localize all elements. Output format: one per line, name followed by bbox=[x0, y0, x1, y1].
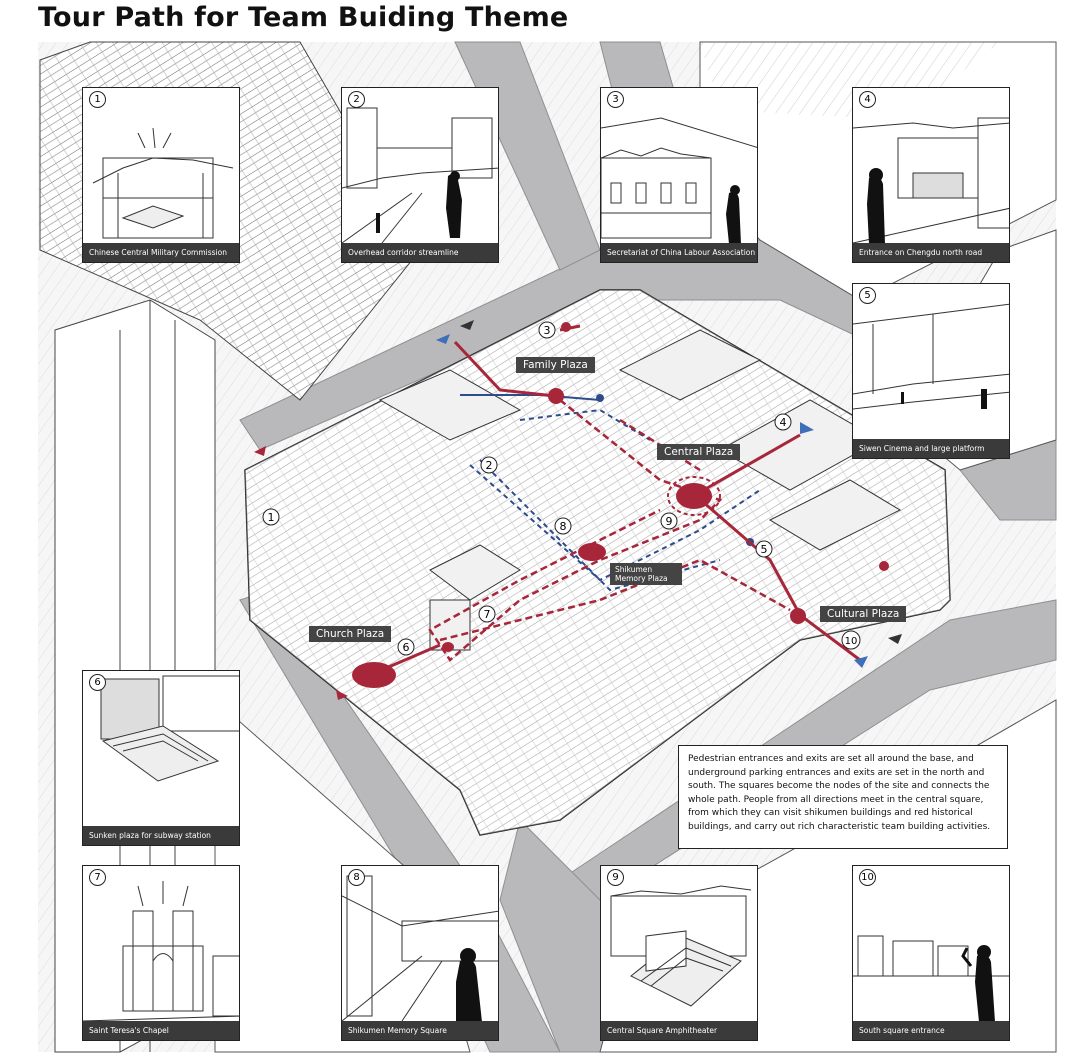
panel-caption: Shikumen Memory Square bbox=[342, 1021, 498, 1040]
church-plaza-label: Church Plaza bbox=[309, 626, 391, 642]
panel-10: 10 South square entrance bbox=[852, 865, 1010, 1041]
node-8: 8 bbox=[560, 520, 567, 533]
panel-caption: Central Square Amphitheater bbox=[601, 1021, 757, 1040]
panel-number: 10 bbox=[859, 869, 876, 886]
panel-number: 8 bbox=[348, 869, 365, 886]
sketch-chengdu-entrance bbox=[853, 88, 1010, 263]
panel-number: 1 bbox=[89, 91, 106, 108]
panel-5: 5 Siwen Cinema and large platform bbox=[852, 283, 1010, 459]
panel-7: 7 Saint Teresa's Chapel bbox=[82, 865, 240, 1041]
description-box: Pedestrian entrances and exits are set a… bbox=[678, 745, 1008, 849]
sketch-military-commission bbox=[83, 88, 240, 263]
sketch-shikumen-square bbox=[342, 866, 499, 1041]
node-1: 1 bbox=[268, 511, 275, 524]
central-plaza-label: Central Plaza bbox=[657, 444, 740, 460]
panel-1: 1 Chinese Central Military Commission bbox=[82, 87, 240, 263]
node-3: 3 bbox=[544, 324, 551, 337]
shikumen-memory-plaza-label: Shikumen Memory Plaza bbox=[610, 563, 682, 585]
panel-number: 3 bbox=[607, 91, 624, 108]
sketch-saint-teresa-chapel bbox=[83, 866, 240, 1041]
sketch-sunken-plaza bbox=[83, 671, 240, 846]
sketch-south-entrance bbox=[853, 866, 1010, 1041]
cultural-plaza-label: Cultural Plaza bbox=[820, 606, 906, 622]
node-7: 7 bbox=[484, 608, 491, 621]
panel-6: 6 Sunken plaza for subway station bbox=[82, 670, 240, 846]
panel-number: 5 bbox=[859, 287, 876, 304]
panel-4: 4 Entrance on Chengdu north road bbox=[852, 87, 1010, 263]
panel-caption: Overhead corridor streamline bbox=[342, 243, 498, 262]
node-5: 5 bbox=[761, 543, 768, 556]
panel-number: 9 bbox=[607, 869, 624, 886]
sketch-labour-secretariat bbox=[601, 88, 758, 263]
node-6: 6 bbox=[403, 641, 410, 654]
panel-number: 2 bbox=[348, 91, 365, 108]
panel-caption: Sunken plaza for subway station bbox=[83, 826, 239, 845]
panel-caption: Saint Teresa's Chapel bbox=[83, 1021, 239, 1040]
sketch-amphitheater bbox=[601, 866, 758, 1041]
panel-8: 8 Shikumen Memory Square bbox=[341, 865, 499, 1041]
node-4: 4 bbox=[780, 416, 787, 429]
node-10: 10 bbox=[845, 636, 858, 647]
panel-caption: Secretariat of China Labour Association bbox=[601, 243, 757, 262]
panel-caption: South square entrance bbox=[853, 1021, 1009, 1040]
panel-number: 4 bbox=[859, 91, 876, 108]
node-2: 2 bbox=[486, 459, 493, 472]
panel-9: 9 Central Square Amphitheater bbox=[600, 865, 758, 1041]
panel-3: 3 Secretariat of China Labour Associatio… bbox=[600, 87, 758, 263]
panel-2: 2 Overhead corridor streamline bbox=[341, 87, 499, 263]
panel-caption: Chinese Central Military Commission bbox=[83, 243, 239, 262]
panel-number: 6 bbox=[89, 674, 106, 691]
family-plaza-label: Family Plaza bbox=[516, 357, 595, 373]
node-9: 9 bbox=[666, 515, 673, 528]
panel-caption: Siwen Cinema and large platform bbox=[853, 439, 1009, 458]
sketch-overhead-corridor bbox=[342, 88, 499, 263]
sketch-siwen-cinema bbox=[853, 284, 1010, 459]
panel-number: 7 bbox=[89, 869, 106, 886]
panel-caption: Entrance on Chengdu north road bbox=[853, 243, 1009, 262]
